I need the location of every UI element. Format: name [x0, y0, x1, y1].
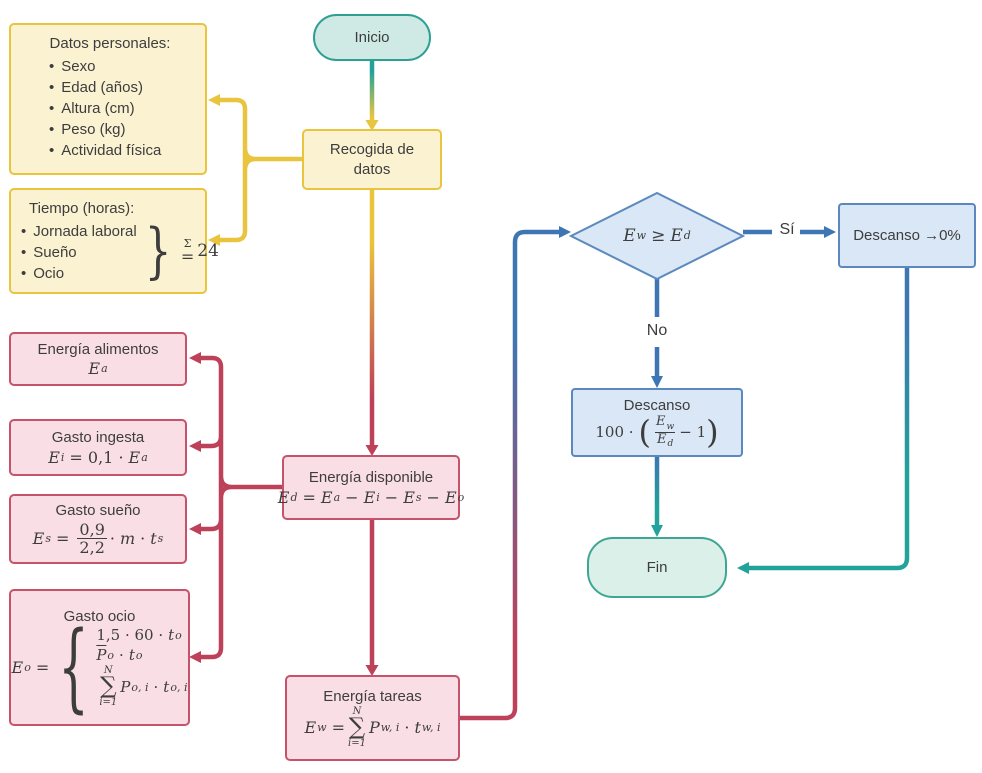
edge-label-si: Sí	[779, 221, 795, 238]
list-item: Edad (años)	[49, 77, 161, 98]
node-recogida-de-datos: Recogida de datos	[302, 129, 442, 190]
list-item: Ocio	[21, 263, 137, 284]
list-item: Sueño	[21, 242, 137, 263]
list-item: Sexo	[49, 56, 161, 77]
tiempo-list: Jornada laboral Sueño Ocio	[21, 221, 137, 284]
arrow-decision-no	[651, 279, 663, 388]
descanso-formula-math: 100 · ( Ew Ed − 1 )	[595, 413, 719, 452]
node-fin-label: Fin	[646, 558, 668, 576]
summation-symbol: N ∑ i=1	[99, 665, 118, 709]
datos-personales-list: Sexo Edad (años) Altura (cm) Peso (kg) A…	[19, 56, 161, 161]
node-tiempo-horas: Tiempo (horas): Jornada laboral Sueño Oc…	[9, 188, 219, 294]
close-paren-glyph: )	[706, 413, 719, 452]
arrow-descanso-cero-to-fin	[737, 268, 910, 574]
arrow-inicio-to-recogida	[365, 61, 379, 131]
decision-diamond-shape	[568, 191, 746, 281]
sum-equals-symbol: Σ =	[180, 236, 195, 266]
summation-symbol: N ∑ i=1	[348, 705, 366, 749]
arrow-tareas-to-decision	[460, 226, 571, 721]
descanso-cero-label: Descanso →0%	[853, 226, 961, 244]
list-item: Jornada laboral	[21, 221, 136, 242]
node-descanso-cero: Descanso →0%	[838, 203, 976, 268]
sum-value: 24	[197, 240, 219, 261]
arrow-recogida-to-disponible	[365, 190, 379, 456]
energia-tareas-title: Energía tareas	[323, 688, 422, 706]
gasto-ocio-title: Gasto ocio	[63, 607, 136, 625]
tiempo-title: Tiempo (horas):	[29, 200, 135, 217]
node-descanso-formula: Descanso 100 · ( Ew Ed − 1 )	[571, 388, 743, 457]
arrow-disponible-to-tareas	[365, 520, 379, 676]
node-inicio-label: Inicio	[354, 28, 390, 46]
gasto-sueno-title: Gasto sueño	[55, 502, 141, 520]
datos-personales-title: Datos personales:	[49, 35, 171, 52]
bracket-disponible-to-pink-boxes	[189, 352, 282, 663]
list-item: Altura (cm)	[49, 98, 161, 119]
bracket-recogida-to-yellow-boxes	[208, 94, 302, 246]
list-item: Actividad física	[49, 140, 161, 161]
node-recogida-label-line1: Recogida de	[329, 141, 415, 158]
fraction: Ew Ed	[655, 414, 676, 450]
node-datos-personales: Datos personales: Sexo Edad (años) Altur…	[9, 23, 207, 175]
energia-disponible-title: Energía disponible	[308, 469, 434, 487]
descanso-formula-title: Descanso	[623, 396, 691, 414]
open-paren-glyph: (	[638, 413, 652, 452]
node-fin: Fin	[587, 537, 727, 598]
arrow-descanso-formula-to-fin	[651, 457, 663, 537]
edge-label-no: No	[646, 322, 668, 339]
energia-alimentos-title: Energía alimentos	[37, 340, 159, 358]
cases-brace-glyph: {	[58, 610, 90, 723]
list-item: Peso (kg)	[49, 119, 161, 140]
arrow-decision-si	[743, 226, 836, 238]
node-recogida-label-line2: datos	[353, 160, 391, 178]
tiempo-row: Jornada laboral Sueño Ocio } Σ = 24	[19, 219, 219, 284]
fraction: 0,9 2,2	[77, 519, 107, 558]
closing-brace-glyph: }	[144, 216, 172, 286]
node-inicio: Inicio	[313, 14, 431, 61]
gasto-ingesta-title: Gasto ingesta	[51, 429, 145, 447]
